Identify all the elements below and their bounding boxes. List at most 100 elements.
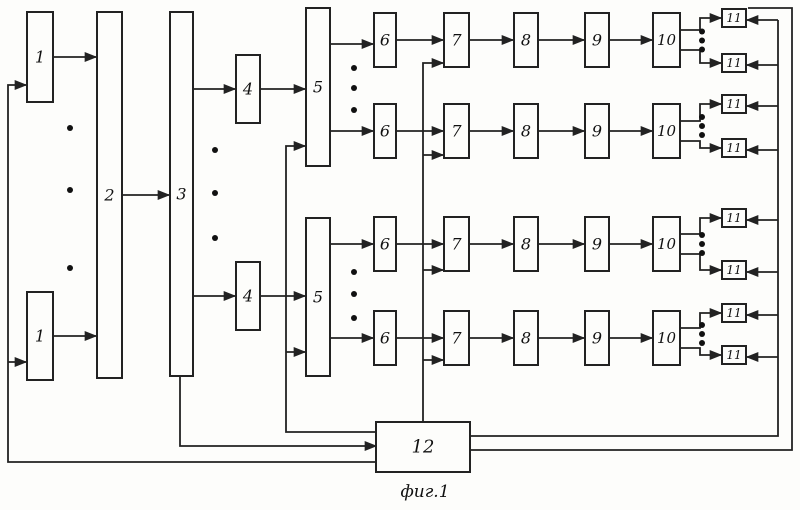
block-7-top: 7 (444, 13, 469, 67)
block-12-label: 12 (412, 437, 435, 458)
wire-10-to-11b-bottom (680, 348, 721, 355)
ellipsis-dot (699, 114, 705, 120)
ellipsis-dot (699, 47, 705, 53)
block-11-bottom-a-label: 11 (726, 306, 741, 320)
block-6-upper-label: 6 (380, 122, 390, 141)
block-11-upper-b: 11 (722, 139, 746, 157)
block-6-lower-label: 6 (380, 235, 390, 254)
block-10-upper: 10 (653, 104, 680, 158)
block-6-top-label: 6 (380, 31, 390, 50)
ellipsis-dot (699, 29, 705, 35)
block-4-top: 4 (236, 55, 260, 123)
block-10-top: 10 (653, 13, 680, 67)
block-11-top-a-label: 11 (726, 11, 741, 25)
block-11-lower-a: 11 (722, 209, 746, 227)
block-5-bottom: 5 (306, 218, 330, 376)
block-6-bottom: 6 (374, 311, 396, 365)
ellipsis-dot (67, 265, 73, 271)
ellipsis-dot (67, 125, 73, 131)
block-11-lower-b-label: 11 (726, 263, 741, 277)
block-8-top-label: 8 (521, 31, 531, 50)
block-4-bottom: 4 (236, 262, 260, 330)
block-8-bottom: 8 (514, 311, 538, 365)
block-8-top: 8 (514, 13, 538, 67)
block-8-lower: 8 (514, 217, 538, 271)
wire-10-to-11b-upper (680, 141, 721, 148)
block-9-upper: 9 (585, 104, 609, 158)
ellipsis-dot (351, 85, 357, 91)
block-11-upper-a: 11 (722, 95, 746, 113)
figure-caption: фиг.1 (400, 482, 449, 502)
ellipsis-dot (67, 187, 73, 193)
ellipsis-dot (699, 132, 705, 138)
block-7-top-label: 7 (451, 31, 462, 50)
block-7-upper-label: 7 (451, 122, 462, 141)
ellipsis-dot (699, 340, 705, 346)
block-4-bottom-label: 4 (242, 287, 253, 306)
block-7-lower: 7 (444, 217, 469, 271)
block-9-lower-label: 9 (592, 235, 602, 254)
block-9-upper-label: 9 (592, 122, 602, 141)
ellipsis-dot (699, 38, 705, 44)
block-11-bottom-a: 11 (722, 304, 746, 322)
block-8-upper-label: 8 (521, 122, 531, 141)
ellipsis-dot (212, 147, 218, 153)
block-11-bottom-b-label: 11 (726, 348, 741, 362)
ellipsis-dot (212, 235, 218, 241)
block-1-bottom-label: 1 (35, 327, 45, 346)
block-10-upper-label: 10 (657, 122, 677, 140)
block-9-bottom-label: 9 (592, 329, 602, 348)
wire-12-to-7-top (423, 63, 443, 422)
ellipsis-dot (699, 232, 705, 238)
block-6-top: 6 (374, 13, 396, 67)
ellipsis-dot (699, 250, 705, 256)
block-8-upper: 8 (514, 104, 538, 158)
ellipsis-dot (351, 291, 357, 297)
ellipsis-dot (351, 107, 357, 113)
block-2-label: 2 (103, 186, 114, 205)
block-7-upper: 7 (444, 104, 469, 158)
ellipsis-dot (699, 322, 705, 328)
block-11-upper-b-label: 11 (726, 141, 741, 155)
block-12: 12 (376, 422, 470, 472)
block-8-bottom-label: 8 (521, 329, 531, 348)
ellipsis-dot (351, 269, 357, 275)
ellipsis-dot (212, 190, 218, 196)
blocks: 1123445567891011116789101111678910111167… (27, 8, 746, 472)
ellipsis-dot (351, 315, 357, 321)
block-11-lower-a-label: 11 (726, 211, 741, 225)
ellipsis-dot (351, 65, 357, 71)
block-1-bottom: 1 (27, 292, 53, 380)
block-3-label: 3 (176, 185, 186, 204)
block-10-bottom-label: 10 (657, 329, 677, 347)
block-5-bottom-label: 5 (313, 288, 323, 307)
ellipsis-dot (699, 123, 705, 129)
block-11-top-b-label: 11 (726, 56, 741, 70)
wire-10-to-11a-lower (680, 218, 721, 234)
block-10-top-label: 10 (657, 31, 677, 49)
wire-10-to-11b-lower (680, 254, 721, 270)
block-4-top-label: 4 (242, 80, 253, 99)
block-5-top-label: 5 (313, 78, 323, 97)
block-7-bottom-label: 7 (451, 329, 462, 348)
block-11-upper-a-label: 11 (726, 97, 741, 111)
block-11-top-b: 11 (722, 54, 746, 72)
ellipsis-dots (67, 29, 705, 347)
block-1-top-label: 1 (35, 48, 45, 67)
block-6-lower: 6 (374, 217, 396, 271)
ellipsis-dot (699, 331, 705, 337)
block-9-bottom: 9 (585, 311, 609, 365)
block-11-lower-b: 11 (722, 261, 746, 279)
ellipsis-dot (699, 241, 705, 247)
block-10-bottom: 10 (653, 311, 680, 365)
block-10-lower-label: 10 (657, 235, 677, 253)
wire-10-to-11a-top (680, 18, 721, 30)
block-2: 2 (97, 12, 122, 378)
block-9-top: 9 (585, 13, 609, 67)
block-3: 3 (170, 12, 193, 376)
block-10-lower: 10 (653, 217, 680, 271)
block-7-bottom: 7 (444, 311, 469, 365)
block-5-top: 5 (306, 8, 330, 166)
wire-3-to-12 (180, 376, 376, 446)
